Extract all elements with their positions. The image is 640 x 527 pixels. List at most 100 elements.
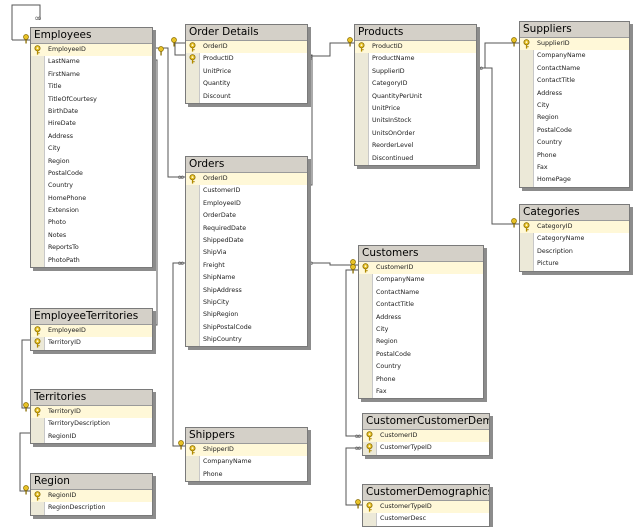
column-row[interactable]: CustomerID [363,430,489,443]
column-row[interactable]: Country [31,180,152,192]
column-row[interactable]: CustomerTypeID [363,442,489,454]
column-row[interactable]: FirstName [31,69,152,81]
column-row[interactable]: UnitPrice [355,103,476,115]
column-row[interactable]: Discount [186,91,307,103]
column-row[interactable]: ShipName [186,272,307,284]
column-row[interactable]: PostalCode [359,349,483,361]
column-row[interactable]: CompanyName [520,50,629,62]
table-title[interactable]: Suppliers [520,22,629,38]
table-title[interactable]: CustomerCustomerDemo [363,414,489,430]
column-row[interactable]: ContactName [520,63,629,75]
relationship-employees-to-orders[interactable] [151,47,185,178]
column-row[interactable]: Region [31,156,152,168]
column-row[interactable]: BirthDate [31,106,152,118]
column-row[interactable]: ShipVia [186,247,307,259]
relationship-shippers-to-orders[interactable] [172,262,185,447]
column-row[interactable]: UnitPrice [186,66,307,78]
column-row[interactable]: QuantityPerUnit [355,91,476,103]
table-title[interactable]: Shippers [186,428,307,444]
column-row[interactable]: Phone [186,469,307,481]
column-row[interactable]: Fax [359,386,483,398]
column-row[interactable]: ShipAddress [186,285,307,297]
relationship-territories-to-employee-territories[interactable] [21,339,30,409]
column-row[interactable]: Country [359,361,483,373]
column-row[interactable]: Region [520,112,629,124]
table-title[interactable]: Territories [31,390,152,406]
column-row[interactable]: ReorderLevel [355,140,476,152]
relationship-customers-to-customer-customer-demo[interactable] [345,269,362,437]
table-title[interactable]: Customers [359,246,483,262]
column-row[interactable]: Phone [520,150,629,162]
relationship-products-to-order-details[interactable] [306,42,354,57]
column-row[interactable]: Picture [520,258,629,270]
column-row[interactable]: ContactTitle [520,75,629,87]
column-row[interactable]: ContactName [359,287,483,299]
column-row[interactable]: Discontinued [355,153,476,165]
table-title[interactable]: CustomerDemographics [363,485,489,501]
column-row[interactable]: Notes [31,230,152,242]
column-row[interactable]: RegionDescription [31,502,152,514]
column-row[interactable]: CustomerID [186,185,307,197]
table-title[interactable]: Order Details [186,25,307,41]
column-row[interactable]: ShipperID [186,444,307,457]
column-row[interactable]: CategoryID [520,221,629,234]
table-title[interactable]: Orders [186,157,307,173]
column-row[interactable]: CustomerDesc [363,513,489,525]
table-title[interactable]: Products [355,25,476,41]
column-row[interactable]: Address [31,131,152,143]
column-row[interactable]: ShipCountry [186,334,307,346]
column-row[interactable]: Title [31,81,152,93]
table-title[interactable]: Categories [520,205,629,221]
column-row[interactable]: TerritoryDescription [31,418,152,430]
column-row[interactable]: ProductID [355,41,476,54]
column-row[interactable]: ContactTitle [359,299,483,311]
column-row[interactable]: Freight [186,260,307,272]
column-row[interactable]: Address [359,312,483,324]
relationship-customer-demographics-to-customer-customer-demo[interactable] [345,447,362,506]
column-row[interactable]: TerritoryID [31,406,152,419]
column-row[interactable]: OrderID [186,41,307,54]
column-row[interactable]: ShipRegion [186,309,307,321]
column-row[interactable]: CompanyName [186,456,307,468]
column-row[interactable]: UnitsInStock [355,115,476,127]
column-row[interactable]: CategoryName [520,233,629,245]
column-row[interactable]: TerritoryID [31,337,152,349]
column-row[interactable]: ProductID [186,53,307,65]
column-row[interactable]: SupplierID [355,66,476,78]
column-row[interactable]: City [520,100,629,112]
column-row[interactable]: City [31,143,152,155]
column-row[interactable]: EmployeeID [31,325,152,338]
column-row[interactable]: Region [359,336,483,348]
table-title[interactable]: Region [31,474,152,490]
table-title[interactable]: EmployeeTerritories [31,309,152,325]
column-row[interactable]: ProductName [355,53,476,65]
column-row[interactable]: Description [520,246,629,258]
column-row[interactable]: TitleOfCourtesy [31,94,152,106]
column-row[interactable]: HomePhone [31,193,152,205]
column-row[interactable]: Address [520,88,629,100]
column-row[interactable]: HomePage [520,174,629,186]
column-row[interactable]: Quantity [186,78,307,90]
column-row[interactable]: LastName [31,56,152,68]
column-row[interactable]: HireDate [31,118,152,130]
column-row[interactable]: ReportsTo [31,242,152,254]
column-row[interactable]: Extension [31,205,152,217]
column-row[interactable]: EmployeeID [186,198,307,210]
relationship-region-to-territories[interactable] [19,432,30,492]
column-row[interactable]: ShipPostalCode [186,322,307,334]
column-row[interactable]: PhotoPath [31,255,152,267]
column-row[interactable]: CustomerID [359,262,483,275]
relationship-customers-to-orders[interactable] [306,262,358,266]
column-row[interactable]: PostalCode [520,125,629,137]
column-row[interactable]: ShippedDate [186,235,307,247]
column-row[interactable]: RegionID [31,431,152,443]
